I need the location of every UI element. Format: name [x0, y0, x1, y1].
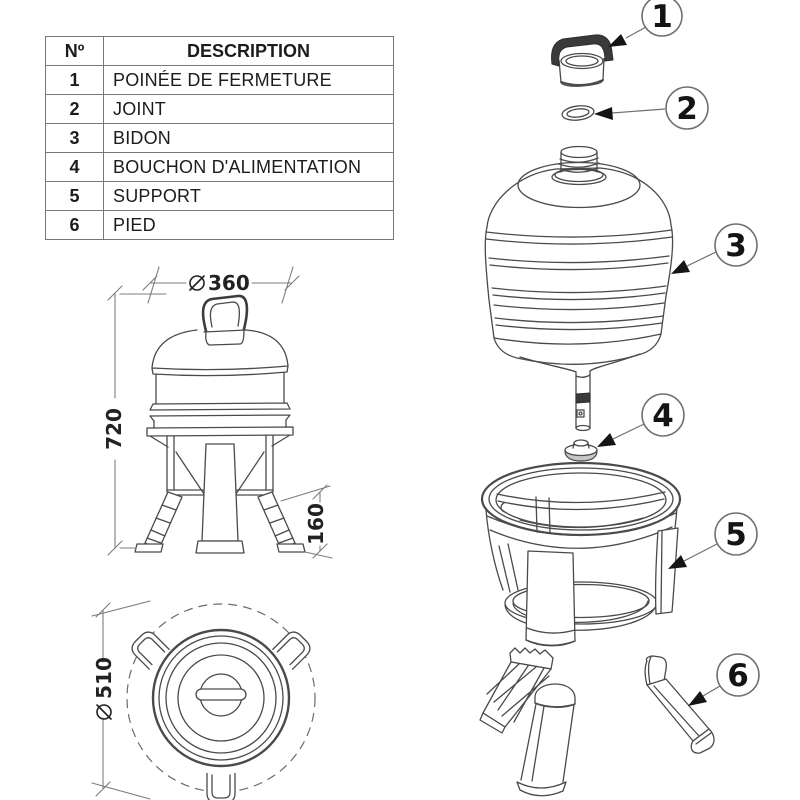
dim-overall-height-value: 720: [102, 408, 126, 450]
leader-arrowhead: [688, 691, 707, 706]
col-header-number: Nº: [45, 36, 104, 66]
balloon-5: 5: [668, 512, 758, 569]
part-4-cap: [564, 439, 598, 462]
part-description: PIED: [103, 210, 394, 240]
part-5-support: [480, 461, 682, 647]
leader-arrowhead: [597, 433, 616, 447]
balloon-1: 1: [608, 0, 683, 47]
leader-arrowhead: [668, 555, 687, 569]
part-6-feet: [479, 647, 715, 797]
col-header-description: DESCRIPTION: [103, 36, 394, 66]
balloon-number: 3: [725, 228, 747, 264]
balloon-3: 3: [671, 223, 758, 274]
table-header-row: Nº DESCRIPTION: [45, 36, 394, 66]
top-view-tab: [131, 631, 171, 671]
top-view-drawing: [126, 603, 316, 800]
dimension-base-diameter: 510: [91, 600, 151, 800]
parts-table: Nº DESCRIPTION 1 POINÉE DE FERMETURE 2 J…: [45, 36, 394, 240]
balloon-number: 2: [676, 91, 698, 127]
diameter-icon: [189, 275, 205, 291]
part-number: 6: [45, 210, 104, 240]
dimension-support-height: 160: [280, 484, 333, 559]
table-row: 6 PIED: [45, 210, 394, 240]
part-number: 5: [45, 181, 104, 211]
leader-arrowhead: [608, 34, 627, 47]
part-1-handle: [551, 34, 614, 87]
table-row: 2 JOINT: [45, 94, 394, 124]
dim-support-height-value: 160: [304, 503, 328, 545]
balloon-2: 2: [594, 86, 709, 130]
leader-arrowhead: [671, 260, 690, 274]
balloon-number: 5: [725, 517, 747, 553]
part-2-joint: [561, 105, 595, 121]
dimension-top-diameter: 360: [142, 266, 300, 304]
leader-arrowhead: [594, 107, 613, 120]
top-view-tab: [271, 631, 311, 671]
part-number: 3: [45, 123, 104, 153]
diameter-icon: [96, 704, 112, 720]
dim-base-diameter-value: 510: [92, 657, 116, 699]
balloon-number: 6: [727, 658, 749, 694]
exploded-view: 1 2 3 4: [479, 0, 760, 797]
front-leg: [516, 683, 576, 797]
part-3-bidon: [484, 145, 674, 432]
balloon-number: 4: [652, 398, 674, 434]
dimension-overall-height: 720: [102, 285, 167, 556]
right-leg: [644, 655, 715, 754]
part-number: 2: [45, 94, 104, 124]
balloon-6: 6: [688, 653, 760, 706]
balloon-number: 1: [651, 0, 673, 35]
lattice-leg: [479, 647, 554, 734]
balloon-4: 4: [597, 393, 685, 447]
top-view-tab: [206, 773, 236, 800]
part-description: JOINT: [103, 94, 394, 124]
front-view-drawing: [134, 294, 306, 554]
dim-top-diameter-value: 360: [208, 271, 250, 295]
